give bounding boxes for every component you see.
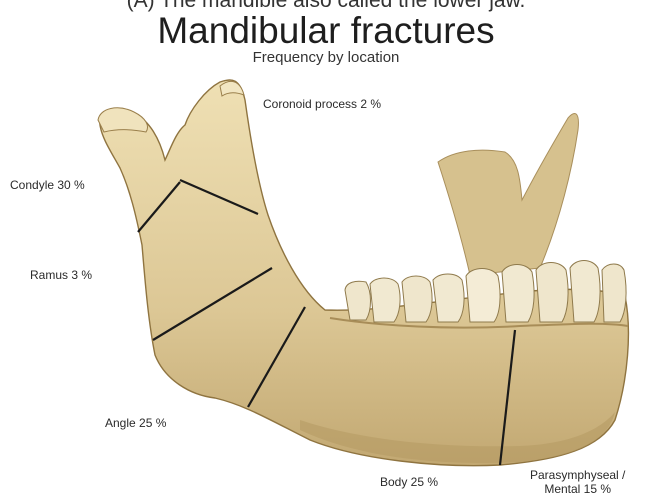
tooth <box>466 269 500 323</box>
far-ramus <box>438 114 578 275</box>
label-coronoid: Coronoid process 2 % <box>263 97 381 111</box>
label-angle: Angle 25 % <box>105 416 166 430</box>
teeth-row <box>345 261 626 323</box>
label-parasymphyseal: Parasymphyseal / Mental 15 % <box>530 468 625 496</box>
tooth <box>502 265 534 323</box>
label-condyle: Condyle 30 % <box>10 178 85 192</box>
condyle-head <box>98 108 148 132</box>
tooth <box>370 278 400 322</box>
tooth <box>433 274 464 322</box>
label-ramus: Ramus 3 % <box>30 268 92 282</box>
label-parasymphyseal-line2: Mental 15 % <box>530 482 625 496</box>
tooth <box>345 281 371 320</box>
tooth <box>570 261 600 323</box>
label-parasymphyseal-line1: Parasymphyseal / <box>530 468 625 482</box>
tooth <box>602 264 626 322</box>
tooth <box>402 276 432 322</box>
tooth <box>536 263 568 323</box>
label-body: Body 25 % <box>380 475 438 489</box>
